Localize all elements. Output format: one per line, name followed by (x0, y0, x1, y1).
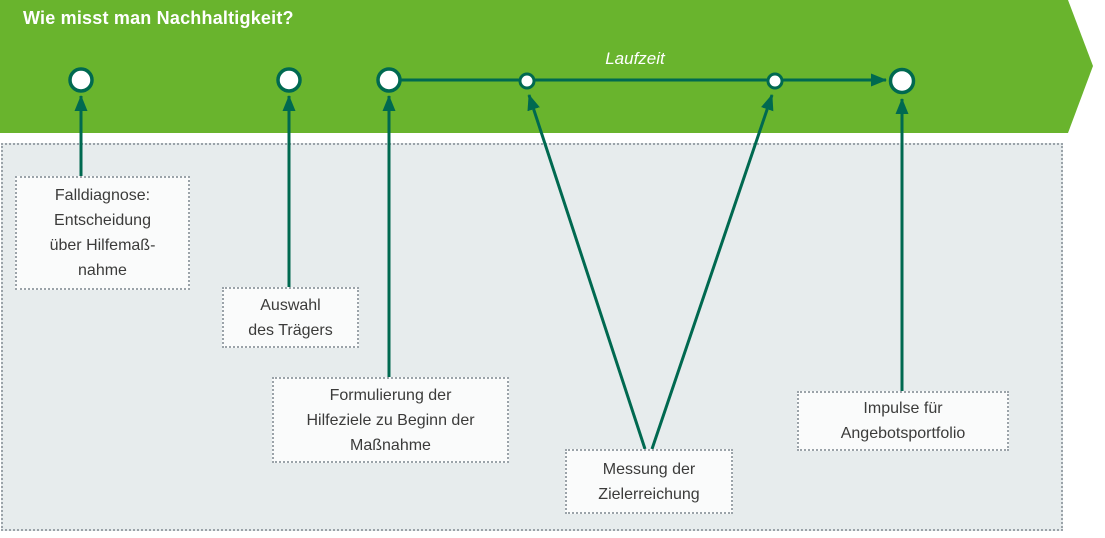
measure-node-left (518, 72, 536, 90)
milestone-node-auswahl (276, 67, 302, 93)
label-box-impulse: Impulse für Angebotsportfolio (797, 391, 1009, 451)
milestone-node-falldiagnose (68, 67, 94, 93)
milestone-node-formulierung (376, 67, 402, 93)
connector-arrow-messung-left (527, 94, 647, 450)
connector-arrow-messung-right (650, 94, 774, 450)
label-box-formulierung: Formulierung der Hilfeziele zu Beginn de… (272, 377, 509, 463)
timeline-label: Laufzeit (605, 49, 665, 68)
page-title: Wie misst man Nachhaltigkeit? (23, 8, 294, 28)
label-box-messung: Messung der Zielerreichung (565, 449, 733, 514)
label-box-auswahl: Auswahl des Trägers (222, 287, 359, 348)
label-box-falldiagnose: Falldiagnose: Entscheidung über Hilfemaß… (15, 176, 190, 290)
milestone-node-impulse (888, 67, 916, 95)
measure-node-right (766, 72, 784, 90)
banner-chevron-shape (0, 0, 1093, 133)
